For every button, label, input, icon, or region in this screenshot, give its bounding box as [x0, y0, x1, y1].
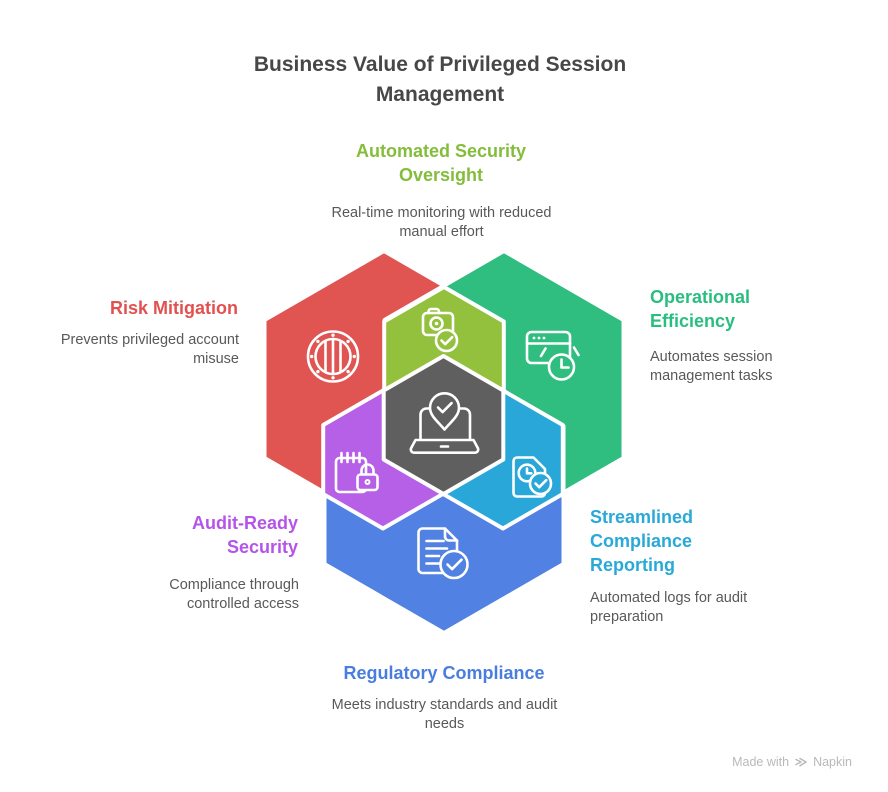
page-title: Business Value of Privileged Session Man… — [253, 53, 627, 106]
napkin-brand-text: Napkin — [813, 755, 852, 769]
made-with-text: Made with — [732, 755, 790, 769]
heading-risk-mitigation: Risk Mitigation — [109, 298, 238, 318]
heading-operational-efficiency: Operational Efficiency — [650, 287, 751, 331]
laptop-location-pin-icon — [409, 392, 480, 454]
heading-audit-ready-security: Audit-Ready Security — [191, 513, 298, 557]
body-operational-efficiency: Automates session management tasks — [650, 349, 773, 384]
heading-streamlined-compliance-reporting: Streamlined Compliance Reporting — [590, 507, 694, 575]
file-clock-check-icon — [512, 456, 553, 498]
body-audit-ready-security: Compliance through controlled access — [169, 577, 299, 612]
napkin-logo-icon — [795, 757, 807, 767]
heading-regulatory-compliance: Regulatory Compliance — [343, 663, 545, 683]
notepad-lock-icon — [334, 451, 379, 494]
body-streamlined-compliance-reporting: Automated logs for audit preparation — [590, 590, 748, 625]
body-risk-mitigation: Prevents privileged account misuse — [60, 332, 239, 367]
document-check-icon — [417, 527, 469, 580]
browser-clock-icon — [525, 330, 580, 381]
heading-automated-security-oversight: Automated Security Oversight — [355, 141, 527, 185]
made-with-napkin: Made with Napkin — [732, 755, 852, 769]
body-automated-security-oversight: Real-time monitoring with reduced manual… — [331, 205, 552, 240]
camera-check-icon — [421, 307, 459, 353]
body-regulatory-compliance: Meets industry standards and audit needs — [331, 697, 558, 732]
porthole-icon — [306, 330, 360, 383]
